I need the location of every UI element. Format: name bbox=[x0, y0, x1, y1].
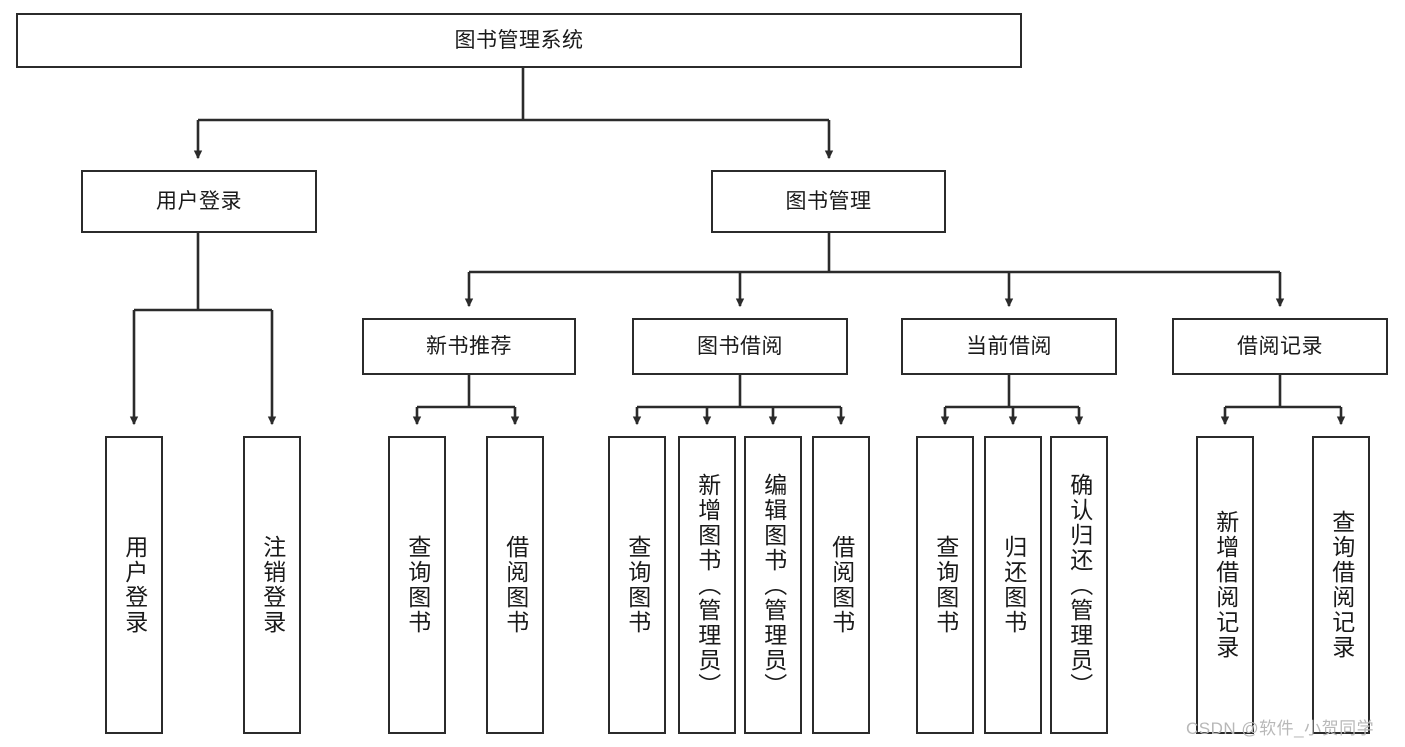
node-label: 新增图书（管理员） bbox=[694, 472, 721, 698]
node-label: 当前借阅 bbox=[966, 334, 1052, 358]
node-label: 图书管理 bbox=[785, 189, 872, 213]
leaf-nbr-query-book[interactable]: 查询图书 bbox=[388, 436, 446, 734]
node-label: 新增借阅记录 bbox=[1212, 510, 1239, 660]
node-label: 新书推荐 bbox=[426, 334, 512, 358]
leaf-tsjy-edit-book-admin[interactable]: 编辑图书（管理员） bbox=[744, 436, 802, 734]
node-user-login[interactable]: 用户登录 bbox=[81, 170, 317, 233]
node-label: 编辑图书（管理员） bbox=[760, 472, 787, 698]
leaf-user-login[interactable]: 用户登录 bbox=[105, 436, 163, 734]
leaf-dqjy-query-book[interactable]: 查询图书 bbox=[916, 436, 974, 734]
node-label: 借阅图书 bbox=[502, 535, 529, 635]
csdn-watermark: CSDN @软件_小贺同学 bbox=[1186, 719, 1375, 738]
node-label: 图书借阅 bbox=[697, 334, 783, 358]
node-label: 图书管理系统 bbox=[454, 28, 584, 52]
leaf-tsjy-borrow-book[interactable]: 借阅图书 bbox=[812, 436, 870, 734]
leaf-logout[interactable]: 注销登录 bbox=[243, 436, 301, 734]
node-label: 借阅图书 bbox=[828, 535, 855, 635]
node-label: 借阅记录 bbox=[1237, 334, 1323, 358]
node-label: 归还图书 bbox=[1000, 535, 1027, 635]
leaf-dqjy-confirm-return-admin[interactable]: 确认归还（管理员） bbox=[1050, 436, 1108, 734]
leaf-jyjl-query-record[interactable]: 查询借阅记录 bbox=[1312, 436, 1370, 734]
node-label: 查询借阅记录 bbox=[1328, 510, 1355, 660]
node-new-book-recommend[interactable]: 新书推荐 bbox=[362, 318, 576, 375]
node-label: 查询图书 bbox=[624, 535, 651, 635]
node-book-borrow[interactable]: 图书借阅 bbox=[632, 318, 848, 375]
leaf-tsjy-add-book-admin[interactable]: 新增图书（管理员） bbox=[678, 436, 736, 734]
leaf-nbr-borrow-book[interactable]: 借阅图书 bbox=[486, 436, 544, 734]
leaf-dqjy-return-book[interactable]: 归还图书 bbox=[984, 436, 1042, 734]
leaf-jyjl-add-record[interactable]: 新增借阅记录 bbox=[1196, 436, 1254, 734]
node-borrow-record[interactable]: 借阅记录 bbox=[1172, 318, 1388, 375]
node-book-management[interactable]: 图书管理 bbox=[711, 170, 946, 233]
node-label: 确认归还（管理员） bbox=[1066, 472, 1093, 698]
node-label: 查询图书 bbox=[932, 535, 959, 635]
node-root-system[interactable]: 图书管理系统 bbox=[16, 13, 1022, 68]
node-label: 用户登录 bbox=[121, 535, 148, 635]
node-current-borrow[interactable]: 当前借阅 bbox=[901, 318, 1117, 375]
node-label: 用户登录 bbox=[156, 189, 242, 213]
node-label: 注销登录 bbox=[259, 535, 286, 635]
node-label: 查询图书 bbox=[404, 535, 431, 635]
leaf-tsjy-query-book[interactable]: 查询图书 bbox=[608, 436, 666, 734]
